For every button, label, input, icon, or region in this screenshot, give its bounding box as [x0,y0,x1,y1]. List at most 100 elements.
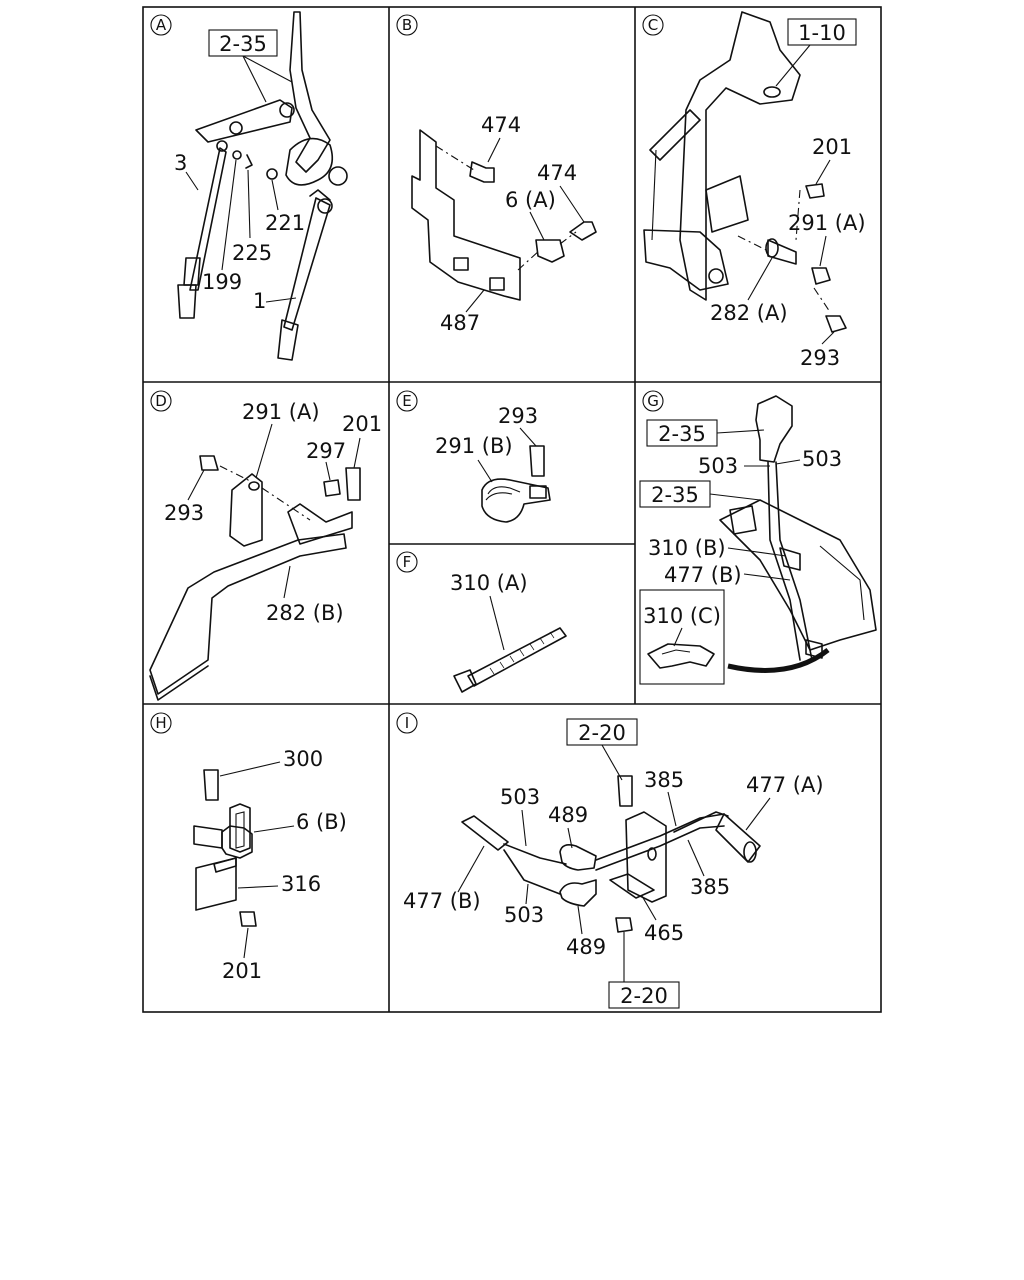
label-293-d: 293 [164,501,204,525]
nut-2-20-lower [615,917,633,933]
panel-a-marker: A [150,14,172,36]
panel-a-ref-text: 2-35 [219,32,267,56]
panel-c-ref-text: 1-10 [798,21,846,45]
panel-a-ref-box: 2-35 [208,29,278,57]
label-503-upper: 503 [500,785,540,809]
panel-c-letter: C [648,16,658,34]
elbow-489-upper [559,844,597,871]
label-477b-g: 477 (B) [664,563,742,587]
label-503-lower: 503 [504,903,544,927]
label-385-lower: 385 [690,875,730,899]
label-310a: 310 (A) [450,571,528,595]
label-477b-i: 477 (B) [403,889,481,913]
cable-tie-310a [453,627,567,693]
panel-d-letter: D [155,392,167,410]
panel-g-ref-box-top: 2-35 [646,419,718,447]
label-1: 1 [253,289,266,313]
clamp-291b [481,478,551,523]
panel-i-ref-box-bottom: 2-20 [608,981,680,1009]
label-199: 199 [202,270,242,294]
nut-291a-c [811,267,831,285]
part-282a [765,238,797,265]
label-201-h: 201 [222,959,262,983]
bolt-2-20-upper [617,775,633,807]
panel-g-ref-box-mid: 2-35 [639,480,711,508]
label-291a-d: 291 (A) [242,400,320,424]
panel-e: E 293 291 (B) [396,390,551,523]
panel-i-letter: I [405,714,409,732]
grommet-6b [221,803,253,859]
shift-knob-assembly [719,395,877,673]
cable-477b-i [461,815,567,895]
panel-d: D 291 (A) 201 297 293 282 (B) [149,390,382,701]
panel-c-marker: C [642,14,664,36]
panel-b-letter: B [402,16,412,34]
nut-297 [323,479,341,497]
label-503-right: 503 [802,447,842,471]
panel-a: A 2-35 3 199 [150,11,348,361]
label-293-e: 293 [498,404,538,428]
bolt-293-d [199,455,219,471]
panel-f: F 310 (A) [396,551,567,693]
bolt-474-lower [569,221,597,241]
panel-b-marker: B [396,14,418,36]
clip-6a [535,239,565,263]
panel-i-marker: I [396,712,418,734]
panel-f-marker: F [396,551,418,573]
panel-g-marker: G [642,390,664,412]
panel-e-letter: E [402,392,411,410]
bolt-201-h [239,911,257,927]
bolt-293-c [825,315,847,333]
panel-a-letter: A [156,16,167,34]
bolt-293-e [529,445,545,477]
label-291a-c: 291 (A) [788,211,866,235]
label-489-lower: 489 [566,935,606,959]
label-293-c: 293 [800,346,840,370]
panel-i-ref-text-bottom: 2-20 [620,984,668,1008]
panel-b: B 474 474 6 (A) 487 [396,14,597,335]
panel-c-ref-box: 1-10 [787,18,857,46]
label-474-lower: 474 [537,161,577,185]
elbow-489-lower [559,879,597,907]
label-3: 3 [174,151,187,175]
label-316: 316 [281,872,321,896]
bolt-201-c [805,183,825,199]
bolt-300 [203,769,219,801]
label-489-upper: 489 [548,803,588,827]
panel-i-ref-box-top: 2-20 [566,718,638,746]
panel-i: I 2-20 2-20 [396,712,824,1009]
panel-h-marker: H [150,712,172,734]
label-474-upper: 474 [481,113,521,137]
label-487: 487 [440,311,480,335]
hose-bracket-465 [609,811,667,903]
label-310b: 310 (B) [648,536,726,560]
clamp-291a-d [229,473,263,547]
plate-282b [149,503,353,701]
frame-structure [643,11,801,301]
label-201-c: 201 [812,135,852,159]
panel-i-ref-text-top: 2-20 [578,721,626,745]
panel-h-letter: H [155,714,166,732]
label-6b: 6 (B) [296,810,347,834]
shift-lever-assembly [177,11,348,361]
inset-310c: 310 (C) [639,589,725,685]
panel-c: C 1-10 201 [642,11,866,370]
panel-d-marker: D [150,390,172,412]
bracket-487 [411,129,521,301]
label-300: 300 [283,747,323,771]
label-297: 297 [306,439,346,463]
bolt-474-upper [469,161,495,183]
label-282a: 282 (A) [710,301,788,325]
label-465: 465 [644,921,684,945]
panel-g-ref-text-mid: 2-35 [651,483,699,507]
panel-h: H 300 6 (B) 316 201 [150,712,347,983]
panel-g-ref-text-top: 2-35 [658,422,706,446]
label-282b: 282 (B) [266,601,344,625]
label-201-d: 201 [342,412,382,436]
label-225: 225 [232,241,272,265]
label-221: 221 [265,211,305,235]
label-385-upper: 385 [644,768,684,792]
pipe-385 [595,811,729,871]
label-6a: 6 (A) [505,188,556,212]
